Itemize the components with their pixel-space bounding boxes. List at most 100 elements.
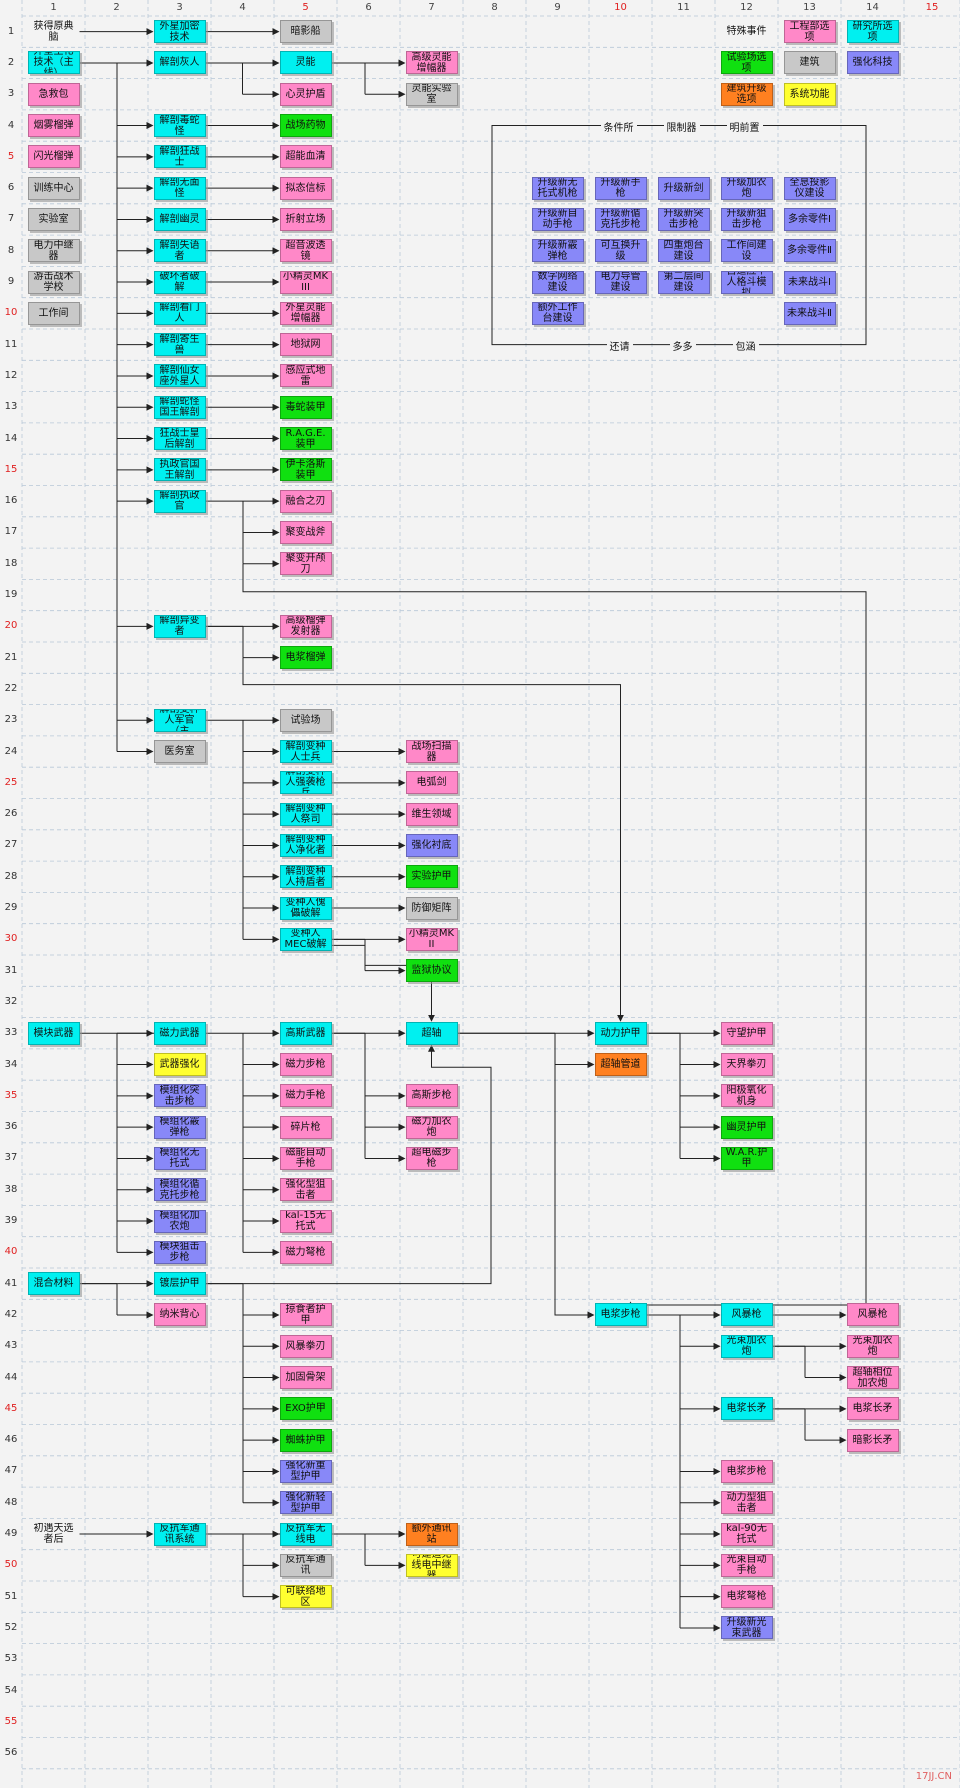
panel-item: 升级新狙击步枪 [720,207,773,231]
row-header: 55 [4,1715,18,1727]
tech-node: 监狱协议 [405,959,458,983]
tech-node: 强化新轻型护甲 [279,1491,332,1515]
row-header: 20 [4,620,18,632]
row-header: 16 [4,495,18,507]
tech-node: 混合材料 [27,1272,80,1296]
panel-item: 工作间建设 [720,239,773,263]
tech-node: 超音波透镜 [279,239,332,263]
tech-node: 暗影长矛 [846,1428,899,1452]
tech-node: 战场扫描器 [405,740,458,764]
row-header: 18 [4,557,18,569]
panel-item: 升级新霰弹枪 [531,239,584,263]
tech-node: EXO护甲 [279,1397,332,1421]
tech-node: 加固骨架 [279,1366,332,1390]
tech-node: 感应式地雷 [279,364,332,388]
panel-item: 电力导管建设 [594,270,647,294]
tech-node: 幽灵护甲 [720,1115,773,1139]
tech-node: 光束加农炮 [846,1334,899,1358]
row-header: 45 [4,1402,18,1414]
row-header: 54 [4,1684,18,1696]
row-header: 9 [7,276,15,288]
tech-node: 解剖无面怪 [153,176,206,200]
column-header: 15 [925,2,939,13]
column-header: 1 [50,2,57,13]
panel-item: 未来战斗Ⅰ [783,270,836,294]
tech-node: 电浆榴弹 [279,646,332,670]
panel-top-label: 限制器 [663,118,700,134]
tech-node: 聚变战斧 [279,520,332,544]
tech-node: 解剖变种人净化者 [279,833,332,857]
row-header: 22 [4,682,18,694]
tech-node: 强化衬底 [405,833,458,857]
row-header: 15 [4,463,18,475]
tech-node: 实验护甲 [405,865,458,889]
row-header: 50 [4,1559,18,1571]
panel-item: 四重炮台建设 [657,239,710,263]
tech-node: 解剖变种人祭司 [279,802,332,826]
tech-node: 拟态信标 [279,176,332,200]
tech-node: 试验场 [279,708,332,732]
tech-node: kal-15无托式 [279,1209,332,1233]
column-header: 13 [803,2,816,13]
row-header: 26 [4,808,18,820]
tech-node: 风暴枪 [846,1303,899,1327]
tech-node: 蜘蛛护甲 [279,1428,332,1452]
row-header: 23 [4,714,18,726]
column-header: 7 [428,2,435,13]
tech-node: 解剖毒蛇怪 [153,114,206,138]
tech-node: 模组化加农炮 [153,1209,206,1233]
row-header: 52 [4,1621,18,1633]
tech-node: 反抗军无线电 [279,1522,332,1546]
row-header: 42 [4,1308,18,1320]
panel-item: 自适应个人格斗模拟 [720,270,773,294]
row-header: 25 [4,776,18,788]
tech-node: 反抗军通讯 [279,1553,332,1577]
tech-node: 灵能 [279,51,332,75]
row-header: 14 [4,432,18,444]
panel-item: 升级新循克托步枪 [594,207,647,231]
column-header: 8 [491,2,498,13]
tech-node: 模块武器 [27,1021,80,1045]
column-header: 11 [677,2,690,13]
tech-node: 超轴管道 [594,1053,647,1077]
tech-node: 电力中继器 [27,239,80,263]
column-header: 9 [554,2,561,13]
tech-node: R.A.G.E.装甲 [279,427,332,451]
panel-item: 升级加农炮 [720,176,773,200]
tech-node: 风暴枪 [720,1303,773,1327]
row-header: 7 [7,213,15,225]
row-header: 39 [4,1215,18,1227]
row-header: 13 [4,401,18,413]
panel-bottom-label: 包涵 [732,337,759,353]
panel-item: 升级新手枪 [594,176,647,200]
tech-node: 电弧剑 [405,771,458,795]
panel-item: 升级新无托式机枪 [531,176,584,200]
tech-node: 升级新光束武器 [720,1616,773,1640]
tech-node: 阳极氧化机身 [720,1084,773,1108]
row-header: 49 [4,1528,18,1540]
row-header: 31 [4,964,18,976]
row-header: 32 [4,995,18,1007]
row-header: 1 [7,25,15,37]
panel-bottom-label: 还请 [606,337,633,353]
tech-node: 解剖变种人军官（主 [153,708,206,732]
tech-node: 掠食者护甲 [279,1303,332,1327]
tech-node: 光束加农炮 [720,1334,773,1358]
tech-node: 维生领域 [405,802,458,826]
legend-item: 建筑 [783,51,836,75]
tech-node: 反抗军通讯系统 [153,1522,206,1546]
tech-node: 闪光榴弹 [27,145,80,169]
panel-item: 额外工作台建设 [531,301,584,325]
row-header: 5 [7,150,15,162]
legend-item: 强化科技 [846,51,899,75]
panel-item: 可互换升级 [594,239,647,263]
row-header: 48 [4,1496,18,1508]
tech-node: 融合之刃 [279,489,332,513]
tech-node: 强化新重型护甲 [279,1459,332,1483]
tech-node: 解剖执政官 [153,489,206,513]
row-header: 12 [4,369,18,381]
tech-node: 动力护甲 [594,1021,647,1045]
tech-node: 解剖异变者 [153,614,206,638]
tech-node: 模组化循克托步枪 [153,1178,206,1202]
